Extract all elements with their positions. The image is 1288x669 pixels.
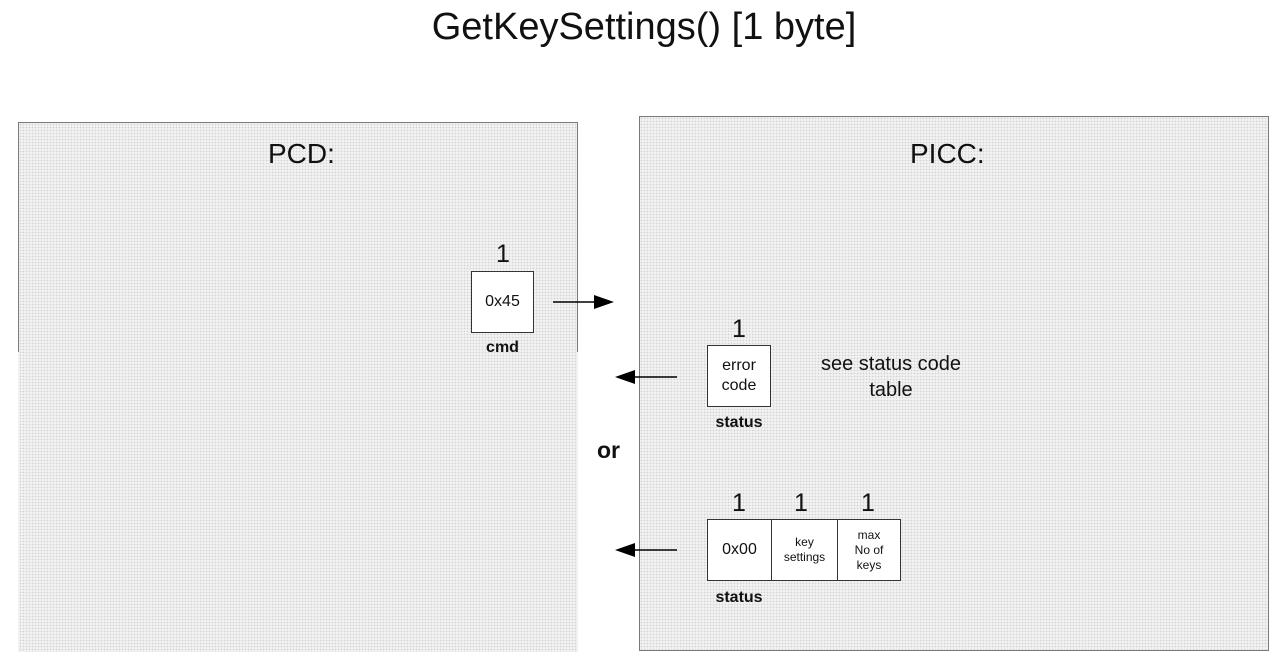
picc-label: PICC:: [910, 138, 985, 169]
status-byte-box: 0x00: [707, 519, 772, 581]
pcd-border-gap-left: [18, 352, 19, 652]
cmd-byte-box: 0x45: [471, 271, 534, 333]
status-code-note: see status code table: [820, 353, 962, 401]
ok-status-caption: status: [715, 589, 763, 606]
diagram-title: GetKeySettings() [1 byte]: [431, 6, 857, 48]
or-label: or: [597, 437, 620, 463]
error-length: 1: [732, 315, 746, 343]
status-length: 1: [732, 489, 746, 517]
max-keys-length: 1: [861, 489, 875, 517]
error-response-arrow: [615, 370, 677, 384]
pcd-border-gap-right: [577, 352, 578, 652]
max-keys-box: max No of keys: [837, 519, 901, 581]
ok-response-arrow: [615, 543, 677, 557]
pcd-panel: [18, 122, 578, 652]
key-settings-length: 1: [794, 489, 808, 517]
cmd-caption: cmd: [486, 339, 519, 356]
error-code-box: error code: [707, 345, 771, 407]
key-settings-box: key settings: [771, 519, 838, 581]
cmd-length: 1: [496, 240, 510, 268]
command-arrow: [553, 295, 614, 309]
pcd-label: PCD:: [268, 138, 335, 169]
error-status-caption: status: [715, 414, 763, 431]
